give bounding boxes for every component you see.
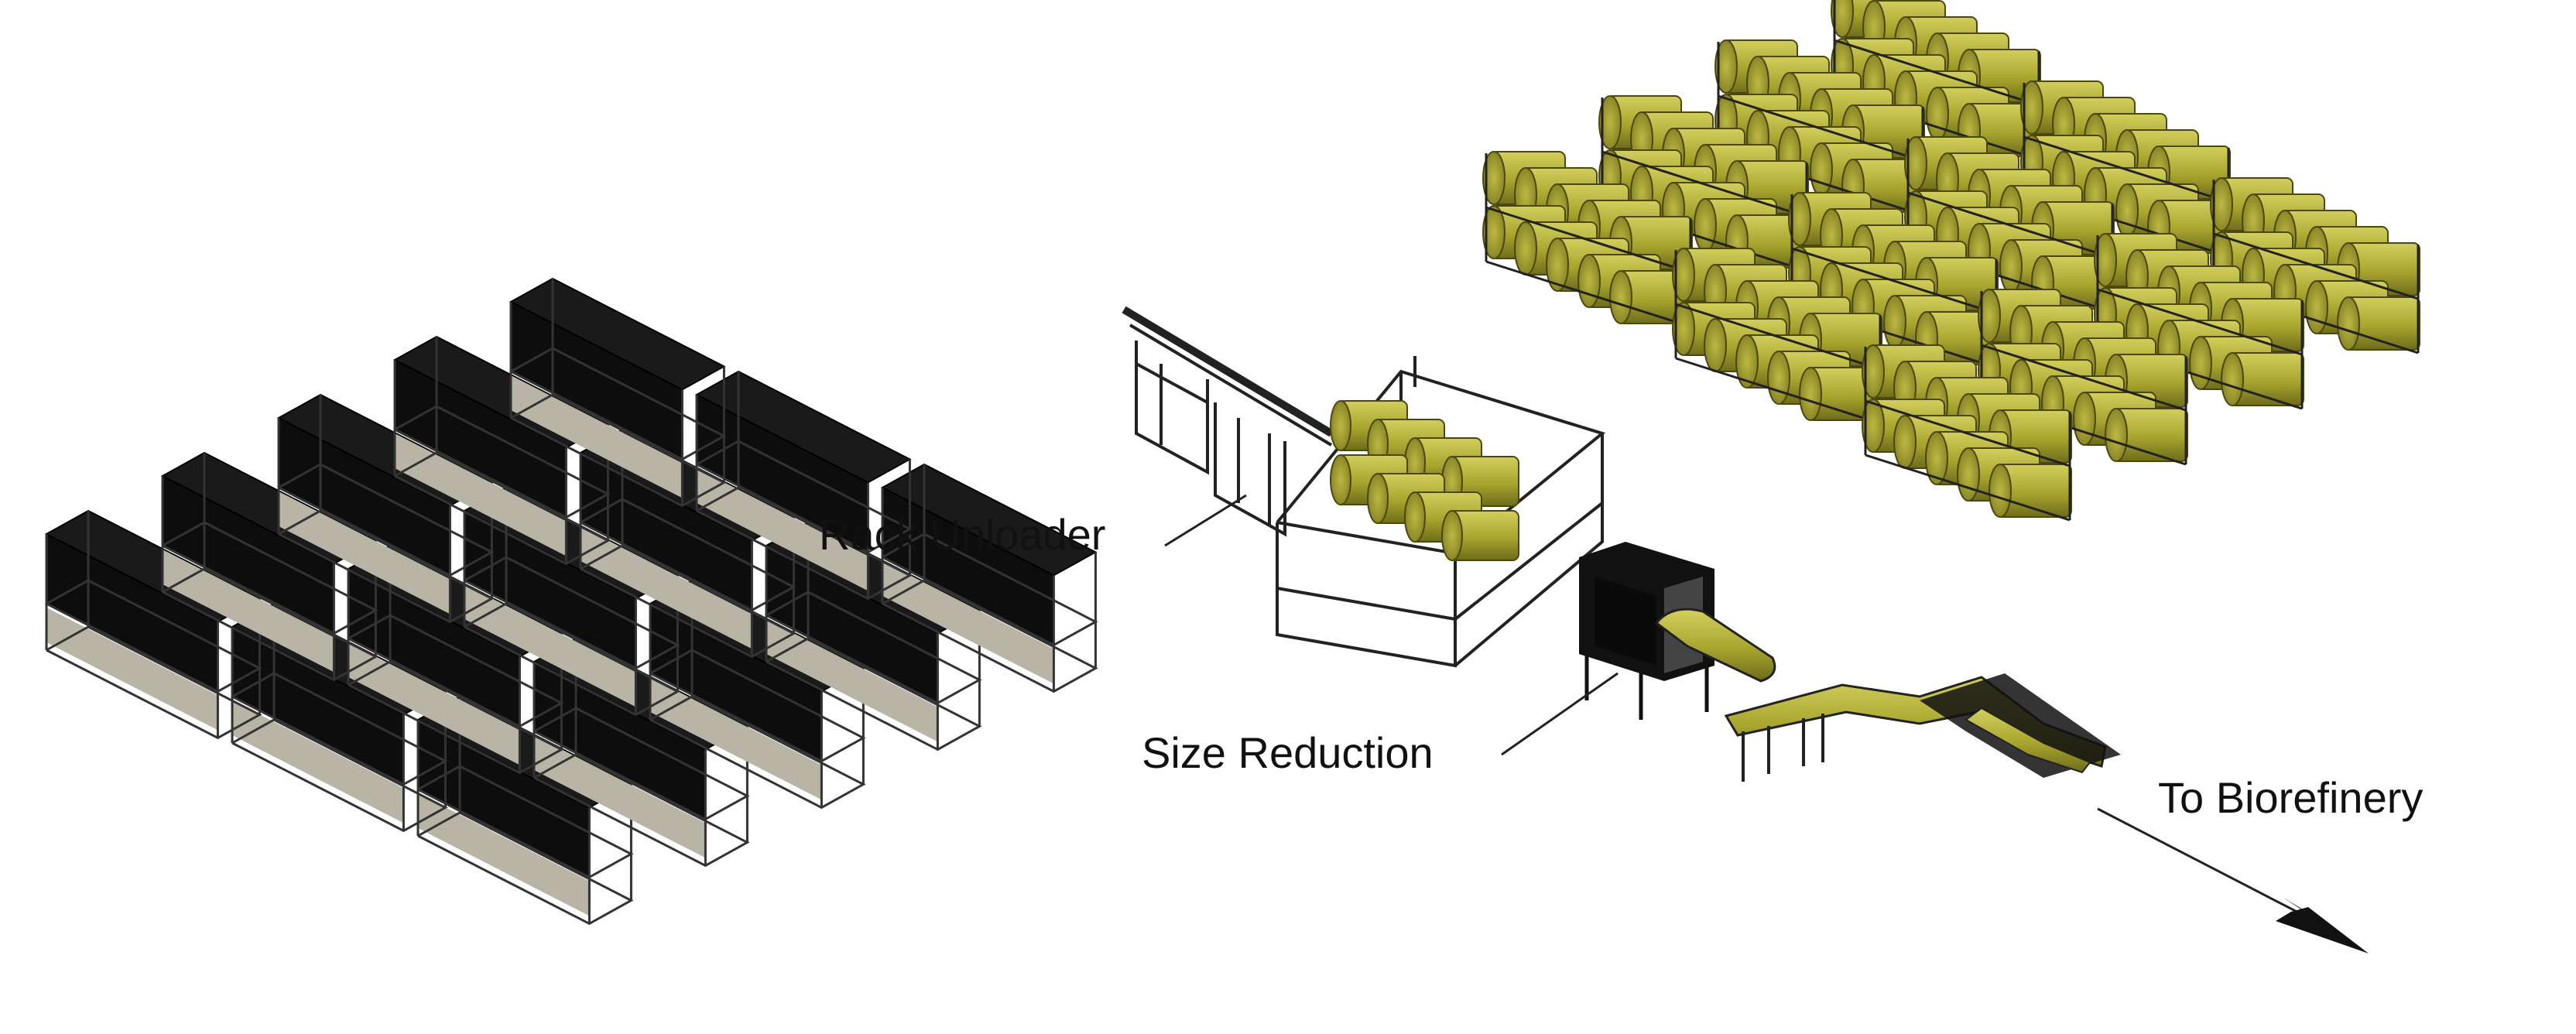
empty-rack [880,463,1098,693]
size-reduction-grinder [1579,542,1714,720]
to-biorefinery-label: To Biorefinery [2158,773,2424,822]
loaded-bale-rack [1862,344,2072,522]
size-reduction-leader-line [1501,672,1619,756]
loaded-bale-rack [2094,233,2304,410]
output-conveyor [1654,608,2121,782]
loaded-bale-rack-field [1482,0,2420,522]
empty-rack-field [44,277,1098,926]
biorefinery-arrow [2097,807,2369,954]
empty-rack [44,509,262,740]
loaded-bale-rack [1904,136,2115,313]
loaded-bale-rack [1482,151,1693,328]
rack-unloader-machine [1122,306,1606,668]
size-reduction-label: Size Reduction [1142,728,1434,777]
empty-rack [509,277,727,508]
unloader-bale-stack [1330,400,1519,561]
rack-unloader-leader-line [1164,494,1247,547]
rack-unloader-label: Rack Unloader [819,510,1106,559]
empty-rack [694,370,913,601]
